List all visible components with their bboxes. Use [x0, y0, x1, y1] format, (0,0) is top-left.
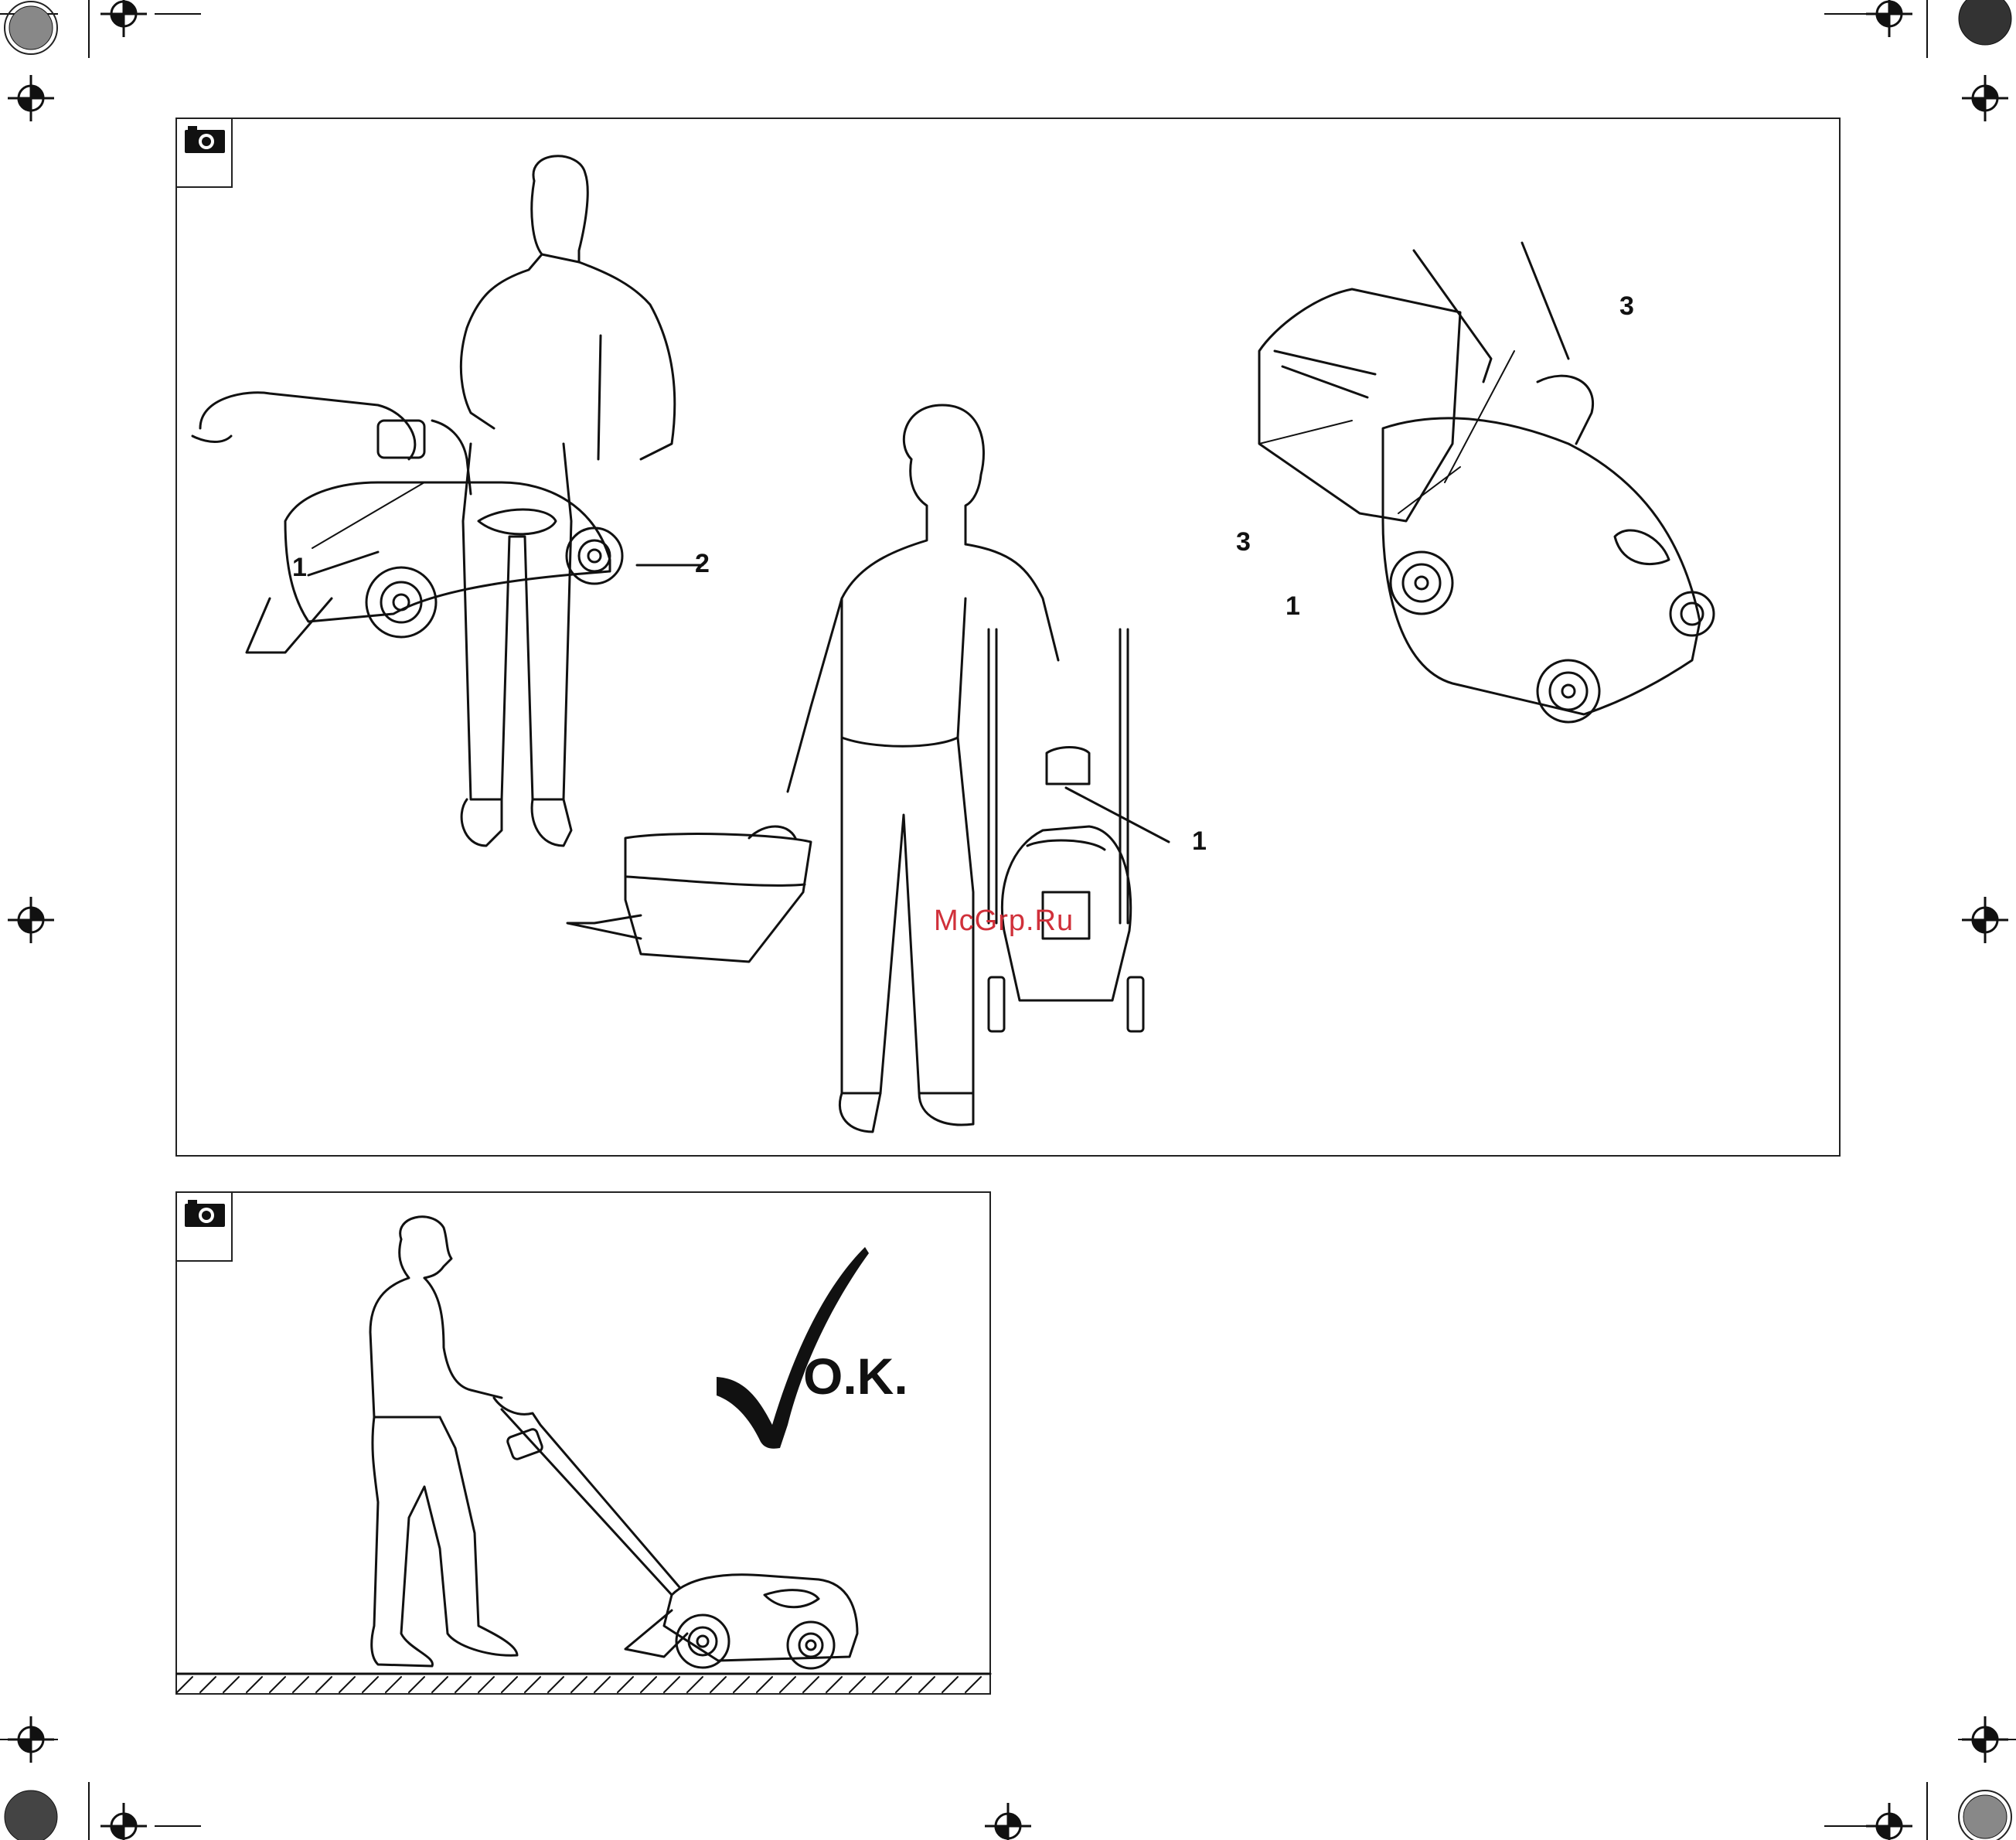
callout-lever-left: 3	[1236, 529, 1251, 555]
person-with-grass-box	[788, 405, 1058, 1132]
callout-lever-top: 3	[1619, 293, 1634, 319]
mower-front-upright	[989, 629, 1169, 1031]
mower-side-view	[494, 1398, 857, 1668]
ok-label: O.K.	[803, 1351, 908, 1402]
callout-front-handle: 1	[1192, 828, 1207, 854]
figure-1-panel: 1 2 1 3 3 1	[175, 118, 1841, 1157]
figure-1-illustration	[177, 119, 1842, 1158]
mower-perspective	[1259, 243, 1714, 722]
mower-side-carried	[192, 393, 703, 653]
grass-collector-box	[567, 826, 811, 962]
figure-2-illustration	[177, 1193, 993, 1696]
person-mowing	[370, 1217, 517, 1666]
callout-carry-wheel: 2	[695, 550, 710, 577]
callout-carry-handle: 1	[292, 554, 307, 581]
watermark: McGrp.Ru	[934, 905, 1074, 938]
callout-right-handle: 1	[1286, 593, 1300, 619]
figure-2-panel: O.K.	[175, 1191, 991, 1695]
